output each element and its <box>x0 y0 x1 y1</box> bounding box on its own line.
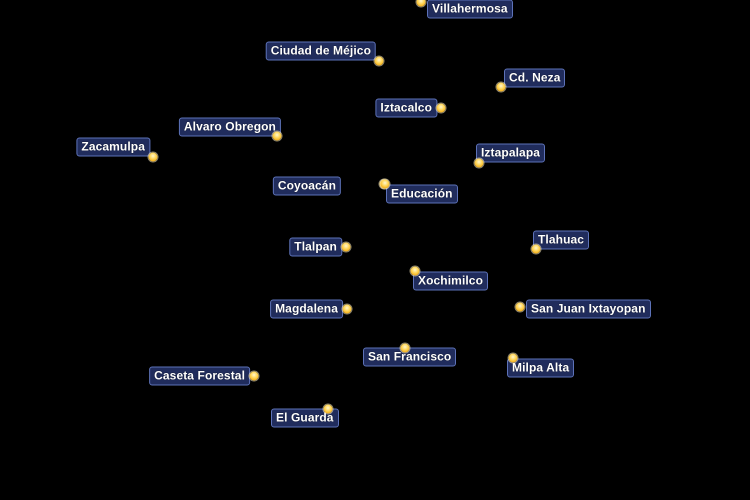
map-marker-icon[interactable] <box>341 242 351 252</box>
map-place-label[interactable]: Villahermosa <box>427 0 513 19</box>
map-place-label[interactable]: Cd. Neza <box>504 68 566 88</box>
map-marker-icon[interactable] <box>416 0 426 7</box>
map-place-label[interactable]: San Juan Ixtayopan <box>526 299 651 319</box>
map-place-label[interactable]: Educación <box>386 184 458 204</box>
map-marker-icon[interactable] <box>148 152 158 162</box>
map-place-label[interactable]: San Francisco <box>363 347 457 367</box>
map-place-label[interactable]: Iztacalco <box>375 98 437 118</box>
map-marker-icon[interactable] <box>474 158 484 168</box>
map-marker-icon[interactable] <box>342 304 352 314</box>
map-marker-icon[interactable] <box>323 404 333 414</box>
map-marker-icon[interactable] <box>531 244 541 254</box>
map-place-label[interactable]: Caseta Forestal <box>149 366 250 386</box>
map-place-label[interactable]: Tlahuac <box>533 230 590 250</box>
map-place-label[interactable]: Milpa Alta <box>507 358 575 378</box>
map-marker-icon[interactable] <box>400 343 410 353</box>
map-place-label[interactable]: Zacamulpa <box>76 137 150 157</box>
map-place-label[interactable]: Xochimilco <box>413 271 489 291</box>
map-marker-icon[interactable] <box>508 353 518 363</box>
map-place-label[interactable]: El Guarda <box>271 408 339 428</box>
map-marker-icon[interactable] <box>374 56 384 66</box>
map-place-label[interactable]: Iztapalapa <box>476 143 546 163</box>
map-marker-icon[interactable] <box>496 82 506 92</box>
map-marker-icon[interactable] <box>272 131 282 141</box>
map-marker-icon[interactable] <box>436 103 446 113</box>
map-place-label[interactable]: Alvaro Obregon <box>178 117 281 137</box>
map-place-label[interactable]: Ciudad de Méjico <box>265 41 376 61</box>
map-place-label[interactable]: Magdalena <box>270 299 343 319</box>
map-marker-icon[interactable] <box>249 371 259 381</box>
map-marker-icon[interactable] <box>515 302 525 312</box>
map-marker-icon[interactable] <box>380 179 390 189</box>
map-marker-icon[interactable] <box>410 266 420 276</box>
map-place-label[interactable]: Tlalpan <box>289 237 342 257</box>
map-place-label[interactable]: Coyoacán <box>272 176 341 196</box>
